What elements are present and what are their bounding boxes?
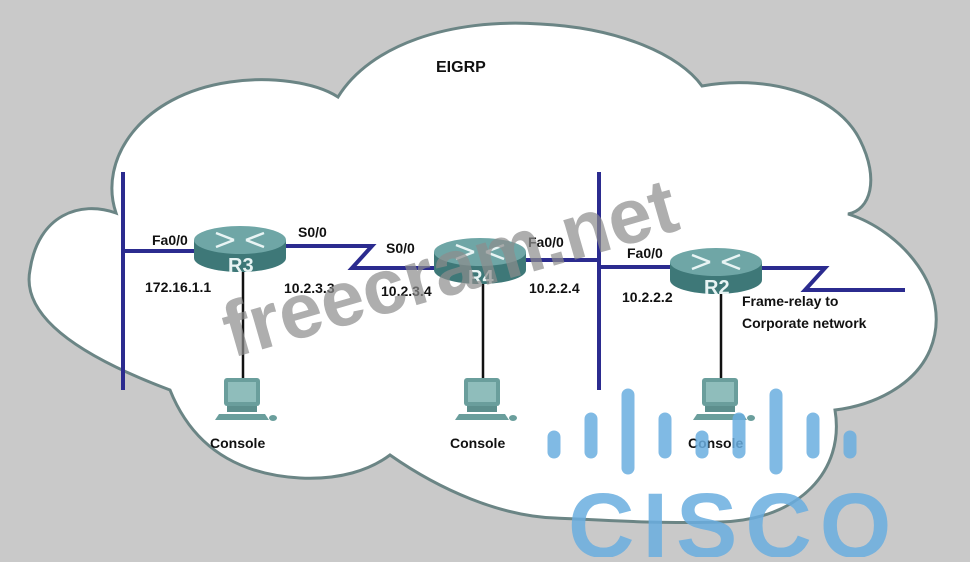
- r2-fa-ip: 10.2.2.2: [622, 289, 673, 305]
- router-arrows-icon: [455, 243, 505, 261]
- link-r3-r4-serial: [282, 244, 440, 270]
- wan-note-line2: Corporate network: [742, 315, 867, 331]
- r4-fa-name: Fa0/0: [528, 234, 564, 250]
- router-label: R4: [468, 267, 494, 289]
- r2-fa-name: Fa0/0: [627, 245, 663, 261]
- pc-icon: [215, 378, 277, 421]
- router-arrows-icon: [215, 231, 265, 249]
- cisco-logo: [547, 388, 857, 475]
- r4-s-ip: 10.2.3.4: [381, 283, 432, 299]
- console-pc-r3[interactable]: Console: [210, 378, 277, 451]
- router-label: R3: [228, 255, 254, 277]
- router-r3[interactable]: R3: [194, 226, 286, 277]
- cisco-logo-text: CISCO: [568, 475, 899, 557]
- r3-fa-ip: 172.16.1.1: [145, 279, 211, 295]
- console-pc-r4[interactable]: Console: [450, 378, 517, 451]
- r3-s-ip: 10.2.3.3: [284, 280, 335, 296]
- console-label: Console: [210, 435, 265, 451]
- console-label: Console: [450, 435, 505, 451]
- pc-icon: [455, 378, 517, 421]
- router-r2[interactable]: R2: [670, 248, 762, 299]
- r4-fa-ip: 10.2.2.4: [529, 280, 580, 296]
- r4-s-name: S0/0: [386, 240, 415, 256]
- cloud-label: EIGRP: [436, 59, 486, 76]
- link-r2-frame-relay: [762, 266, 905, 292]
- wan-note-line1: Frame-relay to: [742, 293, 838, 309]
- r3-s-name: S0/0: [298, 224, 327, 240]
- router-arrows-icon: [691, 253, 741, 271]
- router-r4[interactable]: R4: [434, 238, 526, 289]
- router-label: R2: [704, 277, 730, 299]
- r3-fa-name: Fa0/0: [152, 232, 188, 248]
